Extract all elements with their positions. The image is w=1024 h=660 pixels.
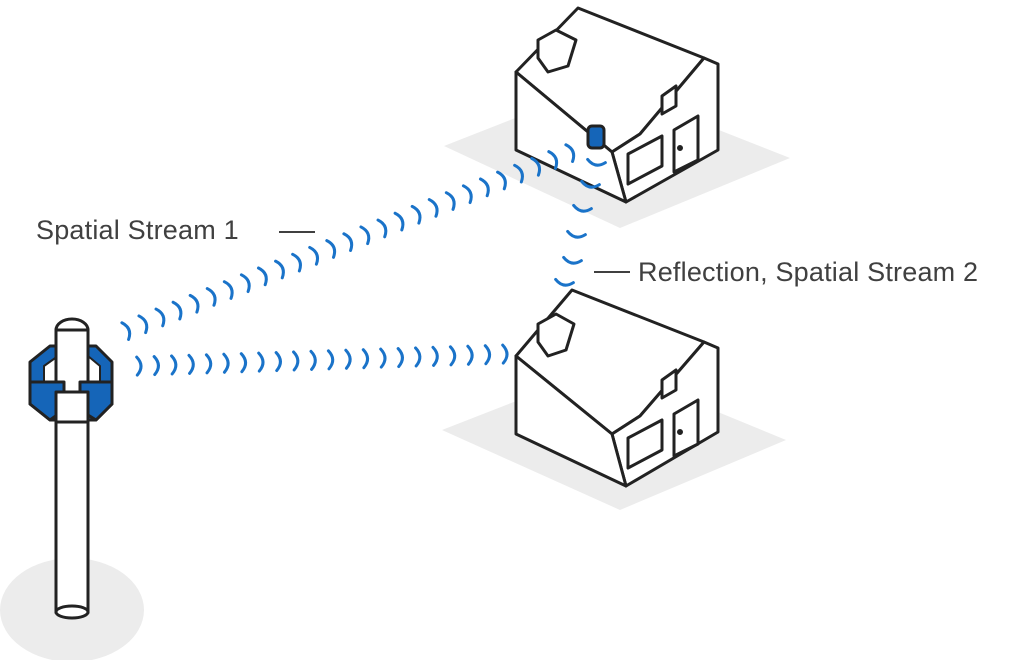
signal-wave-icon (152, 355, 160, 377)
signal-wave-icon (274, 351, 282, 373)
signal-wave-icon (257, 351, 265, 373)
signal-wave-icon (410, 204, 422, 225)
signal-wave-icon (292, 350, 300, 372)
signal-wave-icon (478, 177, 490, 198)
signal-wave-icon (547, 150, 559, 170)
signal-wave-icon (309, 349, 317, 371)
signal-wave-icon (564, 143, 576, 163)
signal-wave-icon (379, 347, 387, 369)
signal-wave-icon (431, 345, 439, 367)
signal-wave-icon (513, 163, 524, 184)
cpe-device-icon (586, 124, 606, 150)
spatial-stream-1-label: Spatial Stream 1 (36, 215, 239, 245)
signal-wave-icon (580, 179, 601, 189)
signal-wave-icon (566, 229, 587, 239)
signal-wave-icon (188, 293, 200, 314)
signal-wave-icon (427, 198, 439, 218)
signal-wave-icon (170, 354, 178, 376)
spatial-stream-1-leader (279, 231, 315, 233)
signal-wave-icon (239, 273, 251, 294)
signal-wave-icon (344, 348, 352, 370)
signal-wave-icon (530, 156, 542, 177)
signal-wave-icon (154, 307, 166, 328)
signal-wave-icon (572, 203, 593, 213)
signal-wave-icon (414, 346, 422, 368)
signal-wave-icon (239, 352, 248, 374)
signal-wave-icon (291, 252, 302, 273)
signal-wave-icon (222, 352, 230, 374)
signal-wave-icon (308, 245, 320, 266)
signal-wave-icon (562, 255, 583, 265)
signal-wave-icon (120, 321, 132, 341)
signal-waves (120, 143, 607, 377)
signal-wave-icon (461, 184, 473, 205)
signal-wave-icon (274, 259, 285, 280)
signal-wave-icon (393, 211, 405, 232)
reflection-label: Reflection, Spatial Stream 2 (638, 257, 979, 287)
signal-wave-icon (171, 300, 183, 321)
signal-wave-icon (359, 225, 371, 246)
signal-wave-icon (205, 287, 217, 307)
signal-wave-icon (361, 348, 370, 370)
signal-wave-icon (396, 347, 404, 369)
signal-wave-icon (376, 218, 388, 239)
house-icon (514, 6, 720, 204)
signal-wave-icon (483, 344, 492, 366)
signal-wave-icon (137, 314, 149, 335)
signal-wave-icon (135, 355, 143, 377)
signal-wave-icon (326, 349, 335, 371)
signal-wave-icon (554, 277, 575, 287)
signal-wave-icon (204, 353, 213, 375)
signal-wave-icon (466, 344, 474, 366)
signal-wave-icon (496, 170, 507, 191)
signal-wave-icon (501, 343, 509, 365)
signal-wave-icon (342, 232, 354, 252)
signal-wave-icon (187, 353, 195, 375)
signal-wave-icon (256, 266, 268, 287)
reflection-leader (594, 271, 630, 273)
signal-wave-icon (444, 191, 456, 211)
signal-wave-icon (222, 280, 234, 300)
house-icon (514, 288, 720, 488)
signal-wave-icon (448, 345, 457, 367)
signal-wave-icon (325, 239, 337, 259)
base-station-icon (28, 328, 114, 424)
signal-wave-icon (586, 157, 607, 167)
